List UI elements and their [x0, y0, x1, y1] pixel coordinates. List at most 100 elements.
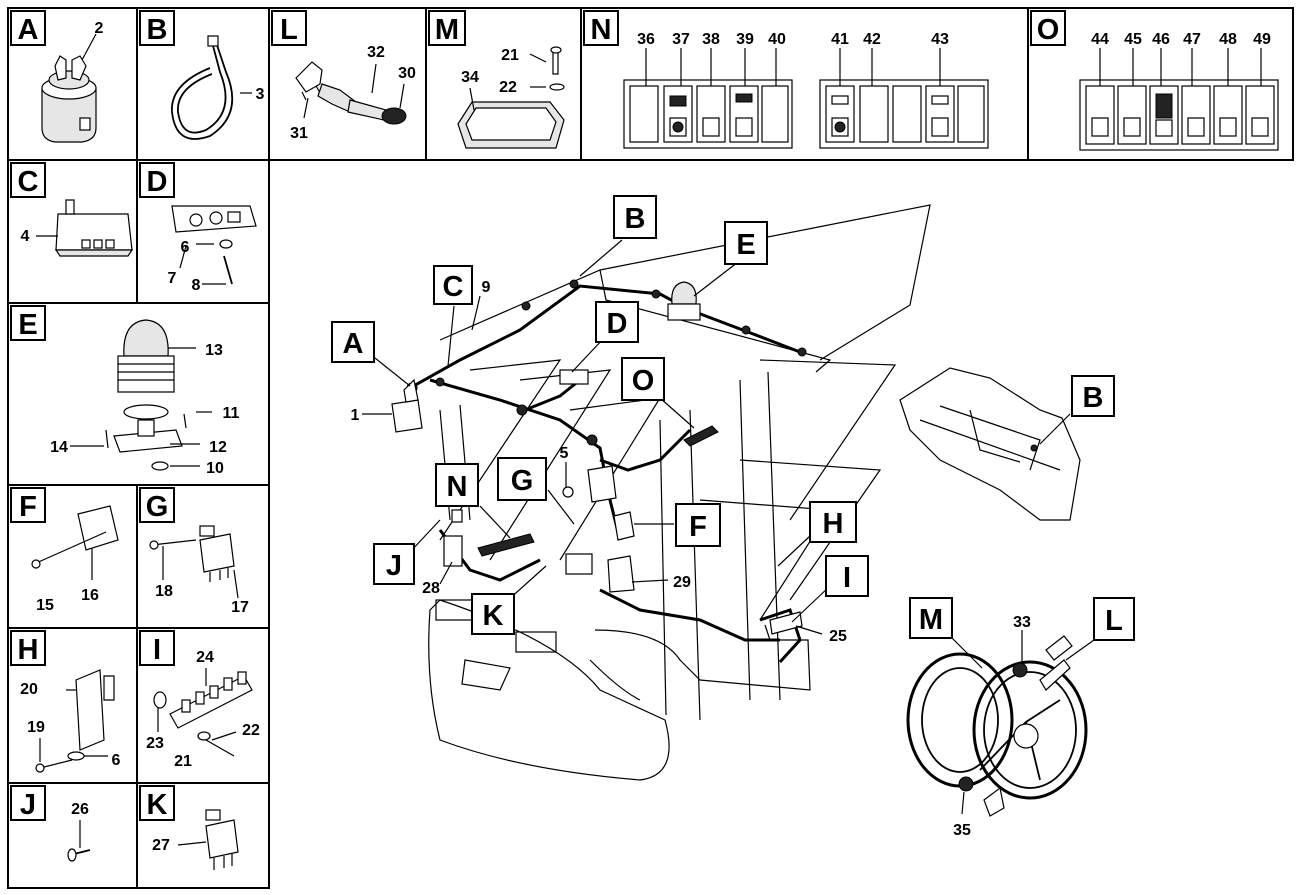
- part-number: 24: [196, 649, 214, 666]
- svg-text:L: L: [280, 14, 298, 46]
- dashboard-inset: [899, 367, 1081, 521]
- part-number: 48: [1219, 31, 1237, 48]
- svg-text:L: L: [1105, 605, 1123, 637]
- svg-text:D: D: [607, 308, 628, 340]
- part-number: 34: [461, 69, 479, 86]
- callout-a: A: [331, 321, 375, 363]
- panel-letter-N: N: [583, 10, 619, 46]
- part-number: 26: [71, 801, 89, 818]
- part-number: 9: [482, 279, 491, 296]
- svg-text:B: B: [147, 14, 168, 46]
- svg-text:A: A: [18, 14, 39, 46]
- svg-text:D: D: [147, 166, 168, 198]
- svg-text:C: C: [18, 166, 39, 198]
- panel-o-switch-panel: [1079, 48, 1279, 151]
- svg-text:B: B: [625, 203, 646, 235]
- part-number: 6: [112, 752, 121, 769]
- part-number: 5: [560, 445, 569, 462]
- part-number: 47: [1183, 31, 1201, 48]
- svg-text:H: H: [18, 634, 39, 666]
- svg-text:I: I: [153, 634, 161, 666]
- svg-text:O: O: [1037, 14, 1060, 46]
- svg-text:N: N: [591, 14, 612, 46]
- panel-c-module: [36, 199, 134, 257]
- panel-l-switch: [295, 61, 407, 125]
- svg-text:I: I: [843, 562, 851, 594]
- callout-f: F: [675, 503, 721, 547]
- panel-letter-C: C: [10, 162, 46, 198]
- part-number: 23: [146, 735, 164, 752]
- panel-letter-A: A: [10, 10, 46, 46]
- part-number: 6: [181, 239, 190, 256]
- panel-d-lamp: [171, 205, 257, 285]
- panel-letter-L: L: [271, 10, 307, 46]
- part-number: 38: [702, 31, 720, 48]
- part-number: 36: [637, 31, 655, 48]
- part-number: 29: [673, 574, 691, 591]
- part-number: 39: [736, 31, 754, 48]
- callout-d: D: [595, 301, 639, 343]
- part-number: 45: [1124, 31, 1142, 48]
- part-number: 35: [953, 822, 971, 839]
- part-number: 42: [863, 31, 881, 48]
- part-number: 37: [672, 31, 690, 48]
- truck-illustration: [391, 204, 931, 781]
- panel-letter-F: F: [10, 487, 46, 523]
- callout-b: B: [613, 195, 657, 239]
- svg-text:G: G: [146, 491, 169, 523]
- part-number: 13: [205, 342, 223, 359]
- part-number: 27: [152, 837, 170, 854]
- panel-a-lamp-socket: [41, 33, 97, 143]
- panel-j-screw: [67, 820, 91, 862]
- part-number: 16: [81, 587, 99, 604]
- part-number: 18: [155, 583, 173, 600]
- callout-g: G: [497, 457, 547, 501]
- panel-f-relay: [31, 505, 119, 580]
- svg-text:O: O: [632, 365, 655, 397]
- part-number: 8: [192, 277, 201, 294]
- panel-h-bracket: [35, 669, 115, 773]
- part-number: 11: [223, 405, 240, 422]
- svg-text:B: B: [1083, 382, 1104, 414]
- svg-text:E: E: [736, 229, 755, 261]
- part-number: 33: [1013, 614, 1031, 631]
- svg-text:E: E: [18, 309, 37, 341]
- svg-text:N: N: [447, 471, 468, 503]
- panel-letter-I: I: [139, 630, 175, 666]
- part-number: 22: [242, 722, 260, 739]
- part-number: 28: [422, 580, 440, 597]
- svg-text:C: C: [443, 271, 464, 303]
- part-number: 15: [36, 597, 54, 614]
- part-number: 4: [21, 228, 30, 245]
- panel-letter-H: H: [10, 630, 46, 666]
- svg-text:M: M: [435, 14, 459, 46]
- callout-h: H: [809, 501, 857, 543]
- part-number: 3: [256, 86, 265, 103]
- part-number: 32: [367, 44, 385, 61]
- part-number: 30: [398, 65, 416, 82]
- svg-text:G: G: [511, 465, 534, 497]
- svg-text:H: H: [823, 508, 844, 540]
- part-number: 21: [174, 753, 192, 770]
- panel-letter-K: K: [139, 785, 175, 821]
- panel-g-relay: [149, 525, 239, 599]
- svg-text:K: K: [483, 600, 504, 632]
- part-number: 44: [1091, 31, 1109, 48]
- panel-letter-D: D: [139, 162, 175, 198]
- callout-l: L: [1093, 597, 1135, 641]
- part-number: 2: [95, 20, 104, 37]
- part-number: 14: [50, 439, 68, 456]
- svg-text:F: F: [689, 511, 707, 543]
- part-number: 21: [501, 47, 519, 64]
- part-number: 22: [499, 79, 517, 96]
- part-number: 19: [27, 719, 45, 736]
- callout-m: M: [909, 597, 953, 639]
- callout-k: K: [471, 593, 515, 635]
- part-number: 46: [1152, 31, 1170, 48]
- part-number: 49: [1253, 31, 1271, 48]
- panel-letter-J: J: [10, 785, 46, 821]
- part-number: 10: [206, 460, 224, 477]
- svg-text:K: K: [147, 789, 168, 821]
- panel-b-cable-tie: [171, 35, 252, 140]
- callout-j: J: [373, 543, 415, 585]
